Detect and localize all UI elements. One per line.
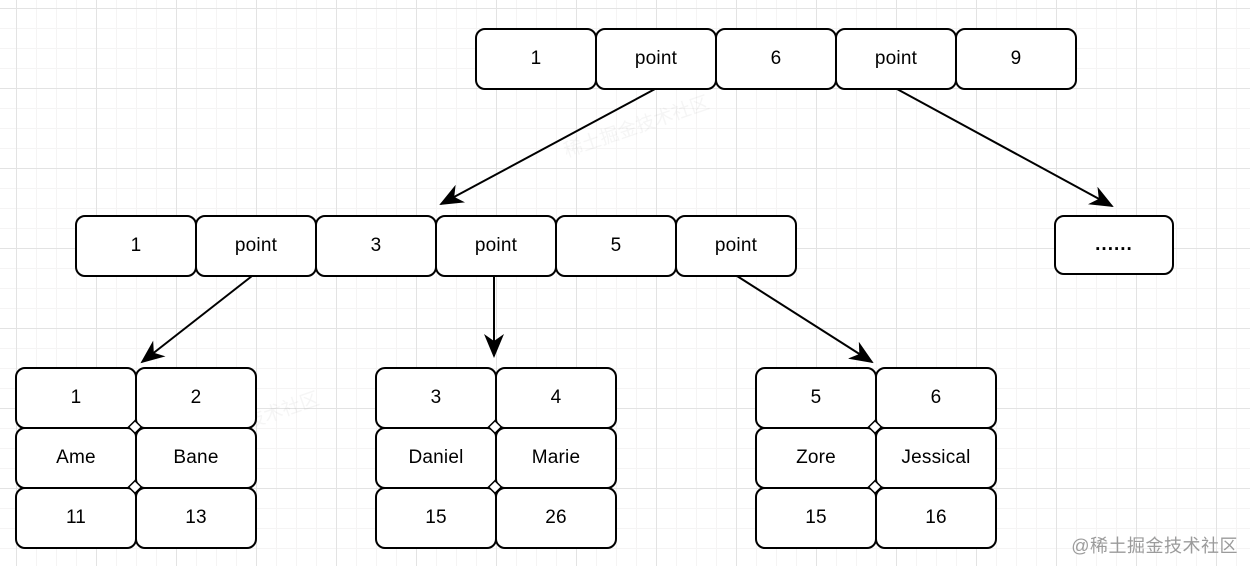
leaf-cell: 13 [135,487,257,549]
leaf-cell: Ame [15,427,137,489]
more-node-cell: ...... [1054,215,1174,275]
leaf-cell: 2 [135,367,257,429]
leaf-cell: 15 [375,487,497,549]
leaf-cell: 15 [755,487,877,549]
leaf-cell: Marie [495,427,617,489]
internal-node-cell-point: point [675,215,797,277]
leaf-cell: 5 [755,367,877,429]
root-node-cell: 1 [475,28,597,90]
leaf-cell: 6 [875,367,997,429]
leaf-cell: 3 [375,367,497,429]
arrow-internal-point3-to-leaf3 [736,275,874,364]
leaf-cell: Bane [135,427,257,489]
arrow-root-point2-to-more [896,88,1114,207]
internal-node-cell: 3 [315,215,437,277]
leaf-cell: 26 [495,487,617,549]
watermark-text: 稀土掘金技术社区 [561,92,712,163]
root-node-cell-point: point [595,28,717,90]
internal-node-cell: 1 [75,215,197,277]
leaf-cell: Jessical [875,427,997,489]
internal-node-cell-point: point [435,215,557,277]
internal-node-cell: 5 [555,215,677,277]
root-node-cell: 6 [715,28,837,90]
root-node-cell: 9 [955,28,1077,90]
leaf-cell: 11 [15,487,137,549]
leaf-cell: 1 [15,367,137,429]
leaf-cell: 4 [495,367,617,429]
leaf-cell: Zore [755,427,877,489]
leaf-cell: 16 [875,487,997,549]
root-node-cell-point: point [835,28,957,90]
arrow-internal-point1-to-leaf1 [140,275,253,364]
arrow-root-point1-to-internal [439,88,656,205]
internal-node-cell-point: point [195,215,317,277]
credit-text: @稀土掘金技术社区 [1071,536,1238,556]
leaf-cell: Daniel [375,427,497,489]
